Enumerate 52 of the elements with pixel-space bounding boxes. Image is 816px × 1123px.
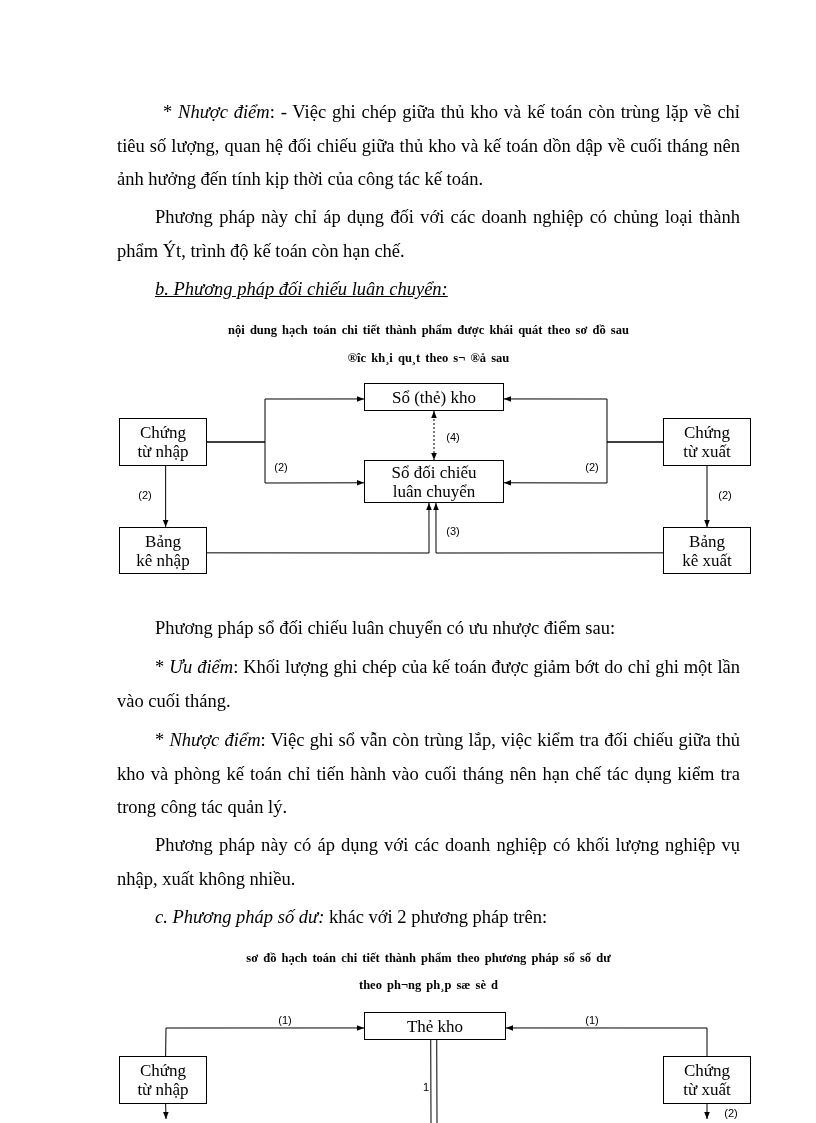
arrow xyxy=(162,465,169,528)
edge-label: 1 xyxy=(421,1081,431,1093)
process-box xyxy=(663,418,751,466)
arrow xyxy=(206,441,365,486)
arrow xyxy=(165,1025,365,1057)
arrow xyxy=(704,1103,710,1120)
box-label: Chứng từ nhập xyxy=(136,423,190,461)
section-heading: c. Phương pháp số dư: khác với 2 phương pháp trên: xyxy=(155,906,549,929)
box-label: Chứng từ nhập xyxy=(136,1061,190,1099)
box-label: Sổ đối chiếu luân chuyển xyxy=(390,462,478,501)
box-label: Sổ (thẻ) kho xyxy=(390,387,477,407)
process-box xyxy=(364,383,504,411)
edge-label: (2) xyxy=(717,489,733,501)
box-label: Bảng kê xuất xyxy=(681,531,733,570)
edge-label: (2) xyxy=(273,461,289,473)
paragraph: *Ưu điểm: Khối lượng ghi chép của kế toán được giảm bớt do chỉ ghi một lần vào cuối tháng. xyxy=(117,656,740,713)
edge-label: (2) xyxy=(723,1107,739,1119)
process-box xyxy=(119,527,207,574)
edge-label: (2) xyxy=(584,461,600,473)
arrow xyxy=(163,1103,169,1120)
arrow xyxy=(206,502,432,554)
process-box xyxy=(364,460,504,503)
box-label: Chứng từ xuất xyxy=(682,1061,732,1099)
box-label: Thẻ kho xyxy=(405,1016,465,1036)
arrow xyxy=(503,441,664,486)
edge-label: (1) xyxy=(584,1014,600,1026)
process-box xyxy=(119,1056,207,1104)
paragraph: Phương pháp sổ đối chiếu luân chuyển có ưu nhược điểm sau: xyxy=(154,617,617,640)
arrow xyxy=(433,502,664,554)
edge-label: (2) xyxy=(137,489,153,501)
process-box xyxy=(663,1056,751,1104)
note-text: theo ph¬ng ph¸p sæ sè d xyxy=(357,977,499,994)
paragraph: *Nhược điểm: Việc ghi sổ vẫn còn trùng lắp, việc kiểm tra đối chiếu giữa thủ kho và phòng kế toán chỉ tiến hành vào cuối tháng nên hạn chế tác dụng kiểm tra trong công tác quản lý. xyxy=(117,729,740,819)
paragraph: Phương pháp này có áp dụng với các doanh nghiệp có khối lượng nghiệp vụ nhập, xuất không nhiều. xyxy=(117,834,740,891)
edge-label: (4) xyxy=(445,431,461,443)
process-box xyxy=(119,418,207,466)
note-text: nội dung hạch toán chi tiết thành phẩm được khái quát theo sơ đồ sau xyxy=(227,322,630,339)
process-box xyxy=(364,1012,506,1040)
paragraph: Phương pháp này chỉ áp dụng đối với các doanh nghiệp có chủng loại thành phẩm Ýt, trình độ kế toán còn hạn chế. xyxy=(117,206,740,263)
edge-label: (3) xyxy=(445,525,461,537)
box-label: Bảng kê nhập xyxy=(136,531,190,570)
double-line xyxy=(430,1039,438,1123)
paragraph: *Nhược điểm: - Việc ghi chép giữa thủ kho và kế toán còn trùng lặp về chỉ tiêu số lượng, quan hệ đối chiếu giữa thủ kho và kế toán dồn dập về cuối tháng nên ảnh hưởng đến tính kịp thời của công tác kế toán. xyxy=(117,101,740,191)
note-text: ®îc kh¸i qu¸t theo s¬ ®å sau xyxy=(346,350,511,367)
section-heading: b. Phương pháp đối chiếu luân chuyển: xyxy=(155,278,449,301)
process-box xyxy=(663,527,751,574)
dotted-arrow xyxy=(431,410,437,461)
arrow xyxy=(505,1025,708,1057)
box-label: Chứng từ xuất xyxy=(682,423,732,461)
note-text: sơ đồ hạch toán chi tiết thành phẩm theo phương pháp sổ số dư xyxy=(245,950,612,967)
arrow xyxy=(704,465,710,528)
edge-label: (1) xyxy=(277,1014,293,1026)
